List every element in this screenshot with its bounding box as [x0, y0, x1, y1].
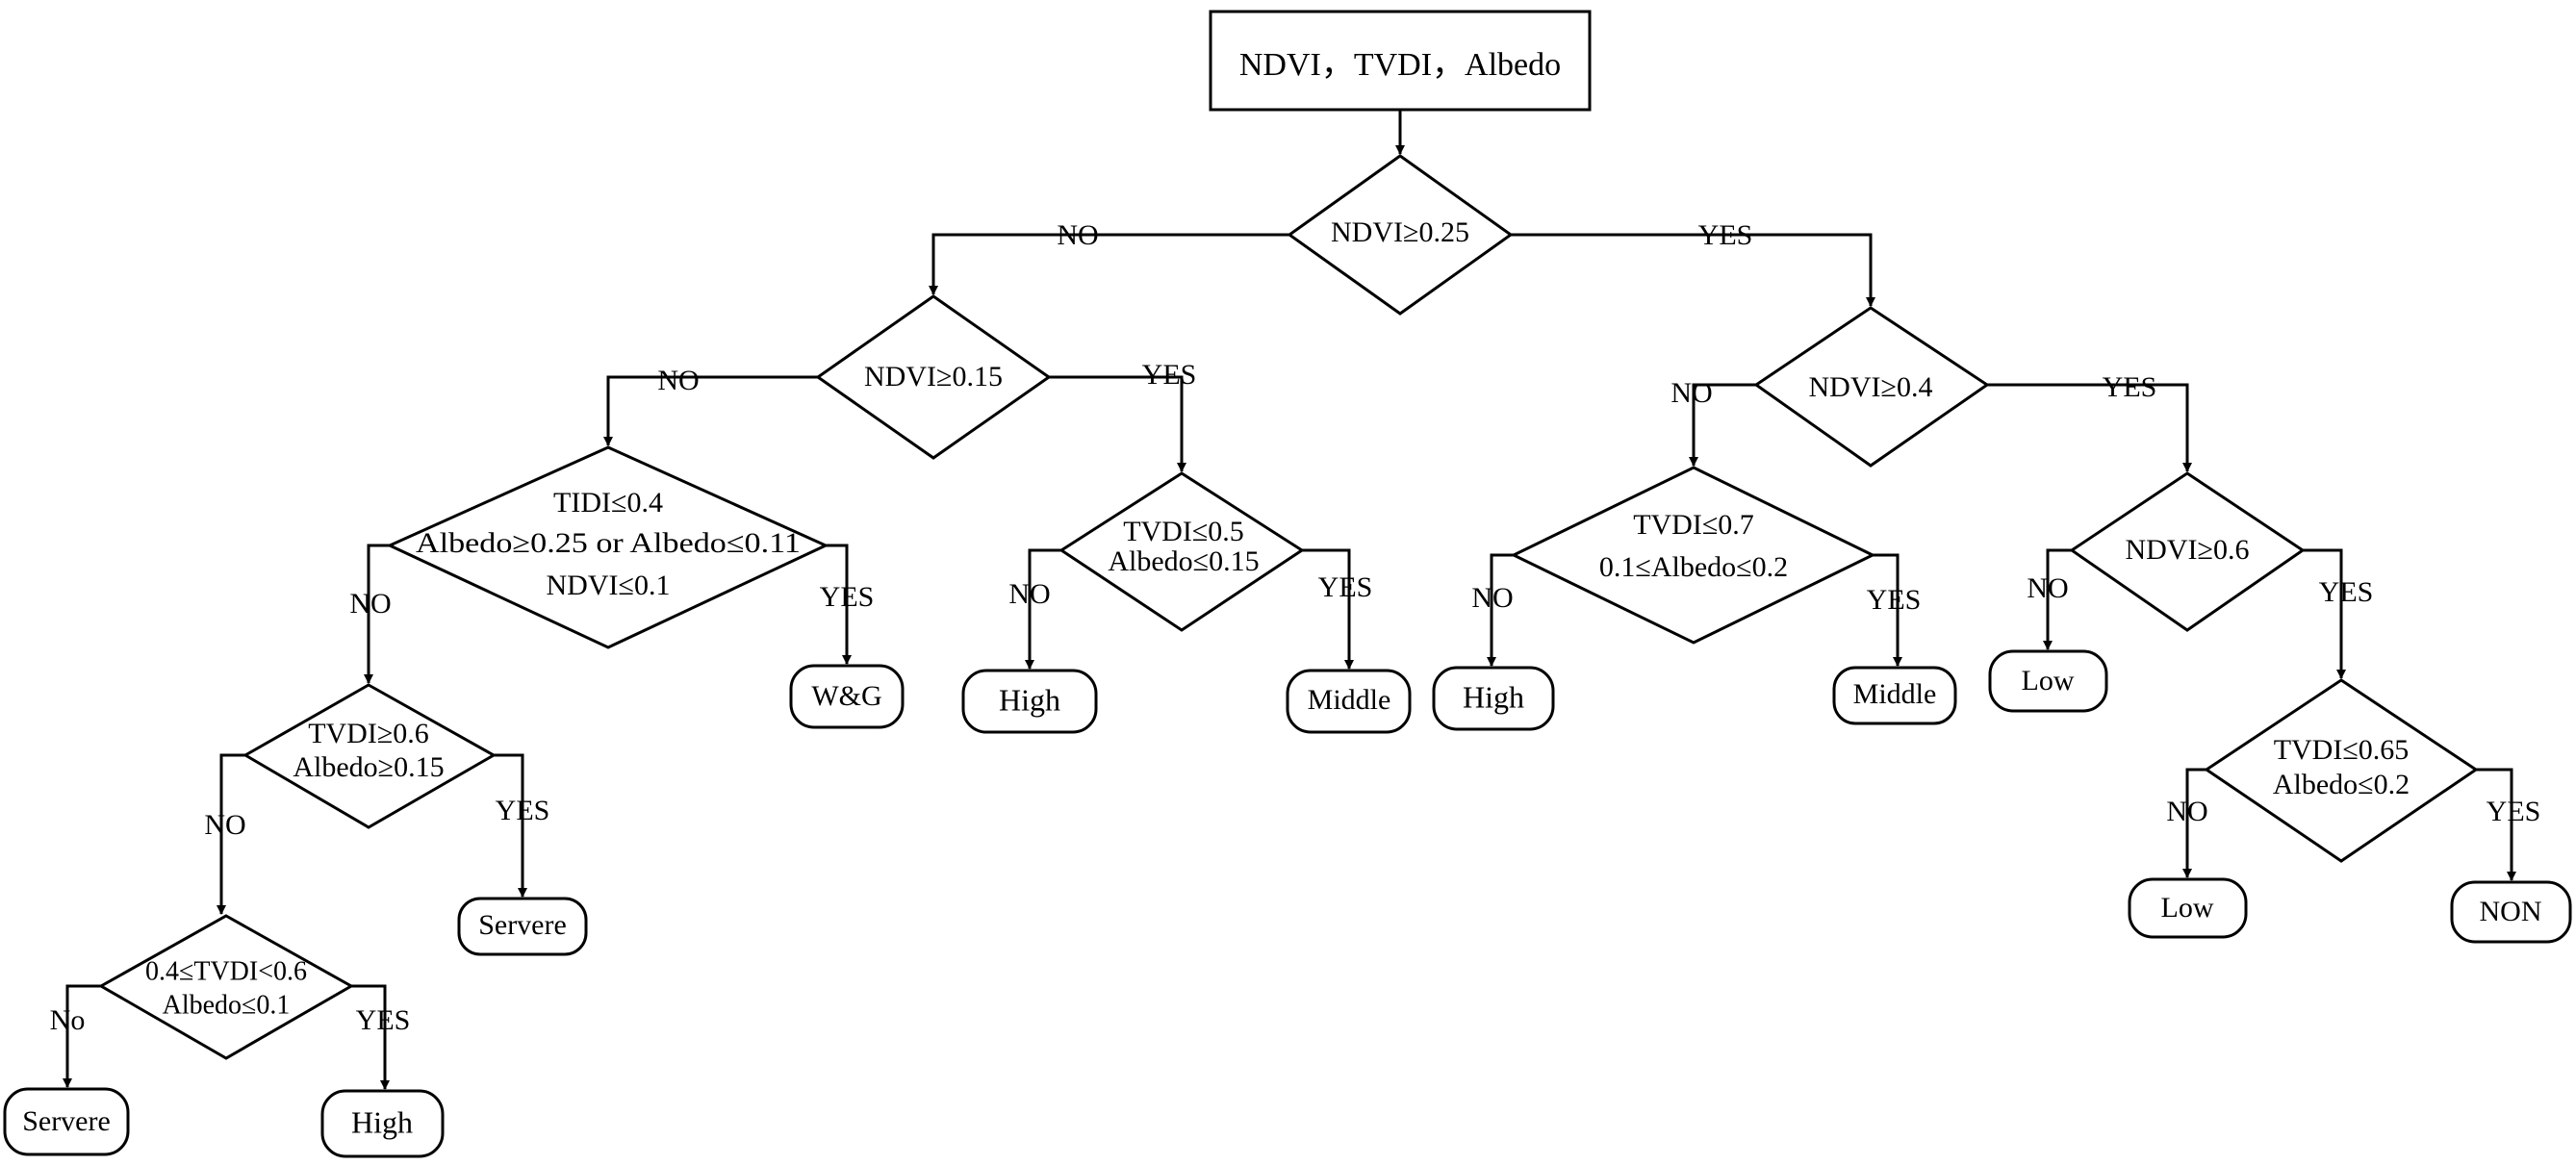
decision-d9 [2069, 471, 2306, 632]
d10-yes-label: YES [2487, 796, 2541, 827]
outcome-low-1 [1988, 649, 2108, 713]
d4-line-1: TVDI≥0.6 [308, 718, 429, 749]
outcome-servere-1 [457, 897, 588, 956]
outcome-servere-2-label: Servere [22, 1105, 111, 1137]
edge-d6-yes [1302, 548, 1354, 670]
d3-line-3: NDVI≤0.1 [547, 570, 671, 601]
edge-d2-no [603, 375, 818, 446]
outcome-high-2 [961, 669, 1098, 734]
edges [63, 111, 2516, 1090]
outcome-wg-label: W&G [811, 680, 881, 712]
d4-line-2: Albedo≥0.15 [293, 751, 444, 783]
d1-yes-label: YES [1698, 219, 1753, 251]
outcome-middle-1 [1286, 669, 1412, 734]
d10-no-label: NO [2166, 796, 2207, 827]
outcome-low-1-label: Low [2022, 665, 2075, 696]
outcome-high-2-label: High [999, 682, 1060, 717]
edge-d7-no [1689, 383, 1756, 467]
d6-no-label: NO [1008, 578, 1050, 610]
outcome-low-2 [2128, 877, 2248, 939]
edge-d7-yes [1987, 383, 2192, 472]
edge-d5-yes [351, 984, 390, 1090]
d7-no-label: NO [1671, 377, 1712, 409]
d6-line-2: Albedo≤0.15 [1108, 545, 1259, 577]
d2-yes-label: YES [1142, 359, 1197, 391]
edge-d8-yes [1873, 553, 1902, 667]
edge-d8-no [1487, 553, 1514, 667]
node-shapes [3, 10, 2572, 1158]
d8-line-2: 0.1≤Albedo≤0.2 [1599, 551, 1788, 583]
d9-label: NDVI≥0.6 [2126, 534, 2250, 566]
d2-no-label: NO [657, 365, 699, 396]
d1-no-label: NO [1057, 219, 1098, 251]
d4-yes-label: YES [496, 795, 550, 826]
outcome-servere-2 [3, 1087, 130, 1156]
outcome-high-1 [320, 1089, 445, 1158]
d10-line-2: Albedo≤0.2 [2273, 769, 2410, 800]
d5-no-label: No [50, 1004, 86, 1036]
edge-d2-yes [1049, 375, 1186, 472]
outcome-low-2-label: Low [2161, 892, 2214, 924]
d9-no-label: NO [2027, 572, 2068, 604]
edge-d10-no [2182, 768, 2206, 878]
edge-d9-no [2043, 548, 2072, 650]
d5-line-1: 0.4≤TVDI<0.6 [145, 956, 307, 986]
d9-yes-label: YES [2319, 576, 2374, 608]
edge-d3-no [364, 544, 390, 684]
d10-line-1: TVDI≤0.65 [2274, 734, 2410, 766]
edge-d9-yes [2303, 548, 2346, 679]
outcome-middle-2-label: Middle [1853, 678, 1937, 710]
outcome-non [2450, 880, 2572, 944]
decision-d1 [1287, 154, 1514, 316]
decision-d5 [97, 914, 355, 1060]
d3-yes-label: YES [820, 581, 875, 613]
decision-d3 [386, 445, 829, 649]
d8-no-label: NO [1471, 582, 1513, 614]
outcome-middle-2 [1832, 666, 1957, 725]
d2-label: NDVI≥0.15 [864, 361, 1003, 393]
d4-no-label: NO [204, 809, 245, 841]
edge-d3-yes [826, 544, 852, 665]
outcome-wg [789, 664, 905, 729]
outcome-middle-1-label: Middle [1308, 684, 1391, 716]
node-text: NDVI，TVDI，Albedo NDVI≥0.25 NDVI≥0.15 TID… [22, 47, 2541, 1140]
decision-d4 [242, 683, 497, 829]
edge-d4-yes [494, 753, 527, 898]
edge-d1-yes [1511, 233, 1875, 307]
d6-yes-label: YES [1318, 571, 1373, 603]
decision-d8 [1510, 466, 1876, 645]
d7-yes-label: YES [2103, 371, 2157, 403]
outcome-high-3 [1432, 666, 1555, 731]
outcome-high-3-label: High [1463, 679, 1524, 714]
d3-no-label: NO [349, 588, 391, 620]
d7-label: NDVI≥0.4 [1809, 371, 1933, 403]
edge-d10-yes [2476, 768, 2516, 881]
edge-d5-no [63, 984, 101, 1088]
decision-d6 [1058, 471, 1305, 632]
d8-line-1: TVDI≤0.7 [1633, 509, 1754, 541]
edge-d6-no [1025, 548, 1061, 670]
outcome-servere-1-label: Servere [478, 909, 567, 941]
outcome-high-1-label: High [351, 1104, 413, 1139]
d8-yes-label: YES [1867, 584, 1922, 616]
edge-d4-no [217, 753, 245, 915]
d3-line-2: Albedo≥0.25 or Albedo≤0.11 [416, 527, 801, 559]
d6-line-1: TVDI≤0.5 [1123, 516, 1244, 547]
start-box [1209, 10, 1592, 112]
d5-yes-label: YES [356, 1004, 411, 1036]
decision-d2 [815, 294, 1052, 460]
outcome-non-label: NON [2480, 896, 2542, 927]
decision-d10 [2204, 678, 2479, 863]
d5-line-2: Albedo≤0.1 [163, 990, 291, 1020]
edge-d1-no [929, 233, 1289, 295]
edge-labels: NO YES NO YES NO YES NO YES No YES NO YE… [50, 219, 2541, 1036]
decision-d7 [1753, 306, 1990, 468]
start-label: NDVI，TVDI，Albedo [1239, 47, 1561, 83]
d1-label: NDVI≥0.25 [1331, 216, 1469, 248]
d3-line-1: TIDI≤0.4 [553, 487, 663, 519]
